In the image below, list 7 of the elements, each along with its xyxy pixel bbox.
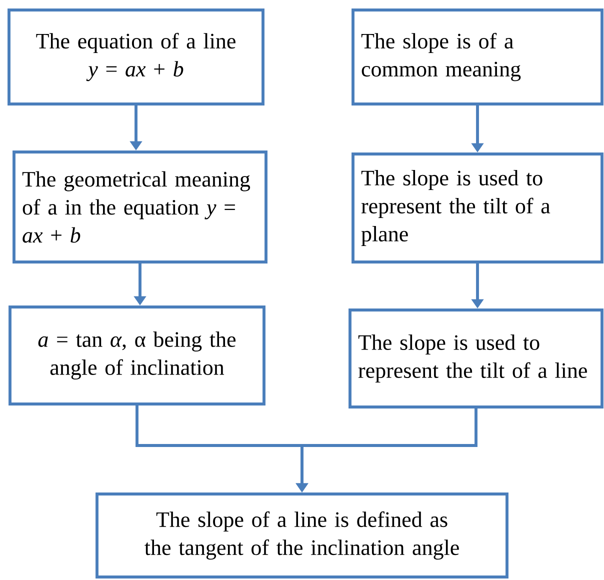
process-box: The equation of a line y = ax + b: [8, 8, 264, 106]
process-box: The slope is used to represent the tilt of a plane: [352, 152, 604, 264]
process-box: The slope is used to represent the tilt of a line: [348, 308, 604, 408]
process-box: The slope of a line is defined as the tangent of the inclination angle: [96, 492, 508, 578]
process-box: a = tan α, α being the angle of inclination: [8, 306, 266, 406]
process-box: The geometrical meaning of a in the equation y = ax + b: [12, 150, 268, 264]
process-box: The slope is of a common meaning: [352, 8, 604, 106]
